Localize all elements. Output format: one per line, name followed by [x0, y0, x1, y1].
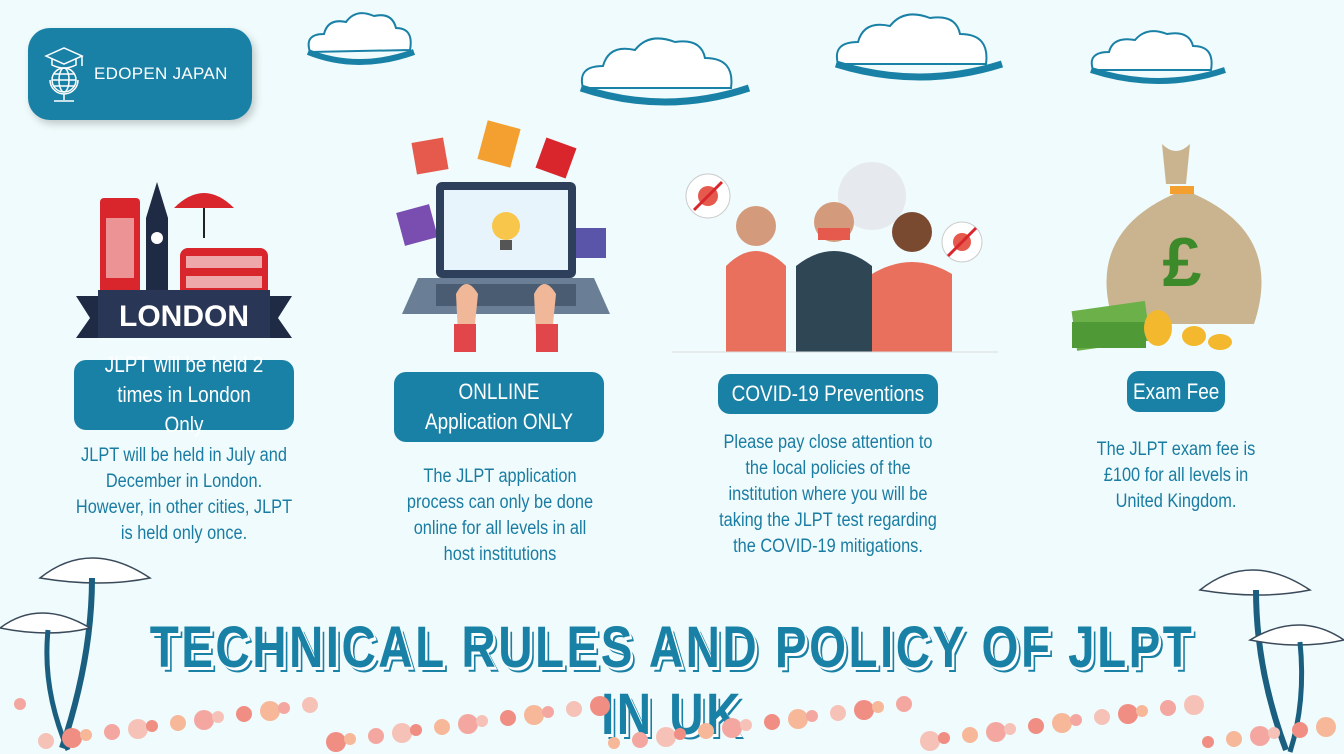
cloud-icon [306, 12, 416, 65]
flower-icon [194, 710, 214, 730]
card-body-fee: The JLPT exam fee is £100 for all levels… [1064, 437, 1288, 515]
flower-icon [368, 728, 384, 744]
flower-icon [62, 728, 82, 748]
flower-icon [632, 732, 648, 748]
card-heading-london: JLPT will be held 2 times in London Only [74, 352, 294, 437]
flower-icon [170, 715, 186, 731]
flower-icon [1160, 700, 1176, 716]
flower-icon [392, 723, 412, 743]
flower-icon [1250, 726, 1270, 746]
london-label: LONDON [119, 300, 249, 333]
flower-icon [1268, 727, 1280, 739]
logo-badge: EDOPEN JAPAN [28, 28, 252, 120]
flower-icon [854, 700, 874, 720]
flower-icon [524, 705, 544, 725]
flower-icon [236, 706, 252, 722]
flower-icon [1094, 709, 1110, 725]
flower-icon [920, 731, 940, 751]
flower-icon [260, 701, 280, 721]
flower-icon [938, 732, 950, 744]
body-text: JLPT will be held in July and December i… [75, 445, 293, 544]
flower-icon [542, 706, 554, 718]
flower-icon [698, 723, 714, 739]
flower-icon [14, 698, 26, 710]
laptop-illustration [396, 120, 610, 352]
flower-border-decoration [14, 695, 1336, 752]
heading-text: Exam Fee [1132, 378, 1220, 404]
flower-icon [1052, 713, 1072, 733]
money-bag-illustration: £ [1071, 144, 1262, 351]
flower-icon [1136, 705, 1148, 717]
card-heading-covid: COVID-19 Preventions [718, 374, 938, 414]
flower-icon [896, 696, 912, 712]
covid-illustration [672, 162, 998, 353]
flower-icon [212, 711, 224, 723]
flower-icon [410, 724, 422, 736]
flower-icon [590, 696, 610, 716]
flower-icon [1316, 717, 1336, 737]
card-heading-online: ONLLINE Application ONLY [394, 372, 604, 442]
flower-icon [674, 728, 686, 740]
body-text: The JLPT exam fee is £100 for all levels… [1096, 439, 1256, 512]
card-body-london: JLPT will be held in July and December i… [58, 443, 310, 547]
cloud-icon [579, 37, 751, 106]
flower-icon [1202, 736, 1214, 748]
flower-icon [278, 702, 290, 714]
flower-icon [434, 719, 450, 735]
flower-icon [458, 714, 478, 734]
flower-icon [500, 710, 516, 726]
flower-icon [38, 733, 54, 749]
pound-label: £ [1163, 223, 1202, 301]
flower-icon [872, 701, 884, 713]
card-body-online: The JLPT application process can only be… [388, 464, 612, 568]
heading-text: ONLLINE Application ONLY [425, 379, 573, 434]
flower-icon [830, 705, 846, 721]
flower-icon [326, 732, 346, 752]
flower-icon [80, 729, 92, 741]
flower-icon [302, 697, 318, 713]
heading-text: JLPT will be held 2 times in London Only [104, 352, 264, 437]
flower-icon [566, 701, 582, 717]
flower-icon [962, 727, 978, 743]
flower-icon [608, 737, 620, 749]
heading-text: COVID-19 Preventions [731, 381, 925, 406]
flower-icon [764, 714, 780, 730]
cloud-icon [1090, 30, 1226, 84]
flower-icon [1226, 731, 1242, 747]
flower-icon [722, 718, 742, 738]
flower-icon [104, 724, 120, 740]
card-body-covid: Please pay close attention to the local … [700, 430, 956, 560]
cloud-icon [834, 13, 1004, 81]
flower-icon [740, 719, 752, 731]
logo-text: EDOPEN JAPAN [94, 64, 228, 83]
flower-icon [656, 727, 676, 747]
flower-icon [1292, 722, 1308, 738]
body-text: The JLPT application process can only be… [406, 466, 594, 565]
flower-icon [344, 733, 356, 745]
flower-icon [128, 719, 148, 739]
flower-icon [1070, 714, 1082, 726]
london-illustration: LONDON [76, 182, 292, 338]
graduation-globe-icon [44, 47, 84, 102]
flower-icon [986, 722, 1006, 742]
flower-icon [146, 720, 158, 732]
flower-icon [788, 709, 808, 729]
flower-icon [1028, 718, 1044, 734]
flower-icon [1184, 695, 1204, 715]
flower-icon [806, 710, 818, 722]
flower-icon [1004, 723, 1016, 735]
flower-icon [1118, 704, 1138, 724]
flower-icon [476, 715, 488, 727]
body-text: Please pay close attention to the local … [719, 432, 937, 557]
card-heading-fee: Exam Fee [1127, 371, 1225, 412]
